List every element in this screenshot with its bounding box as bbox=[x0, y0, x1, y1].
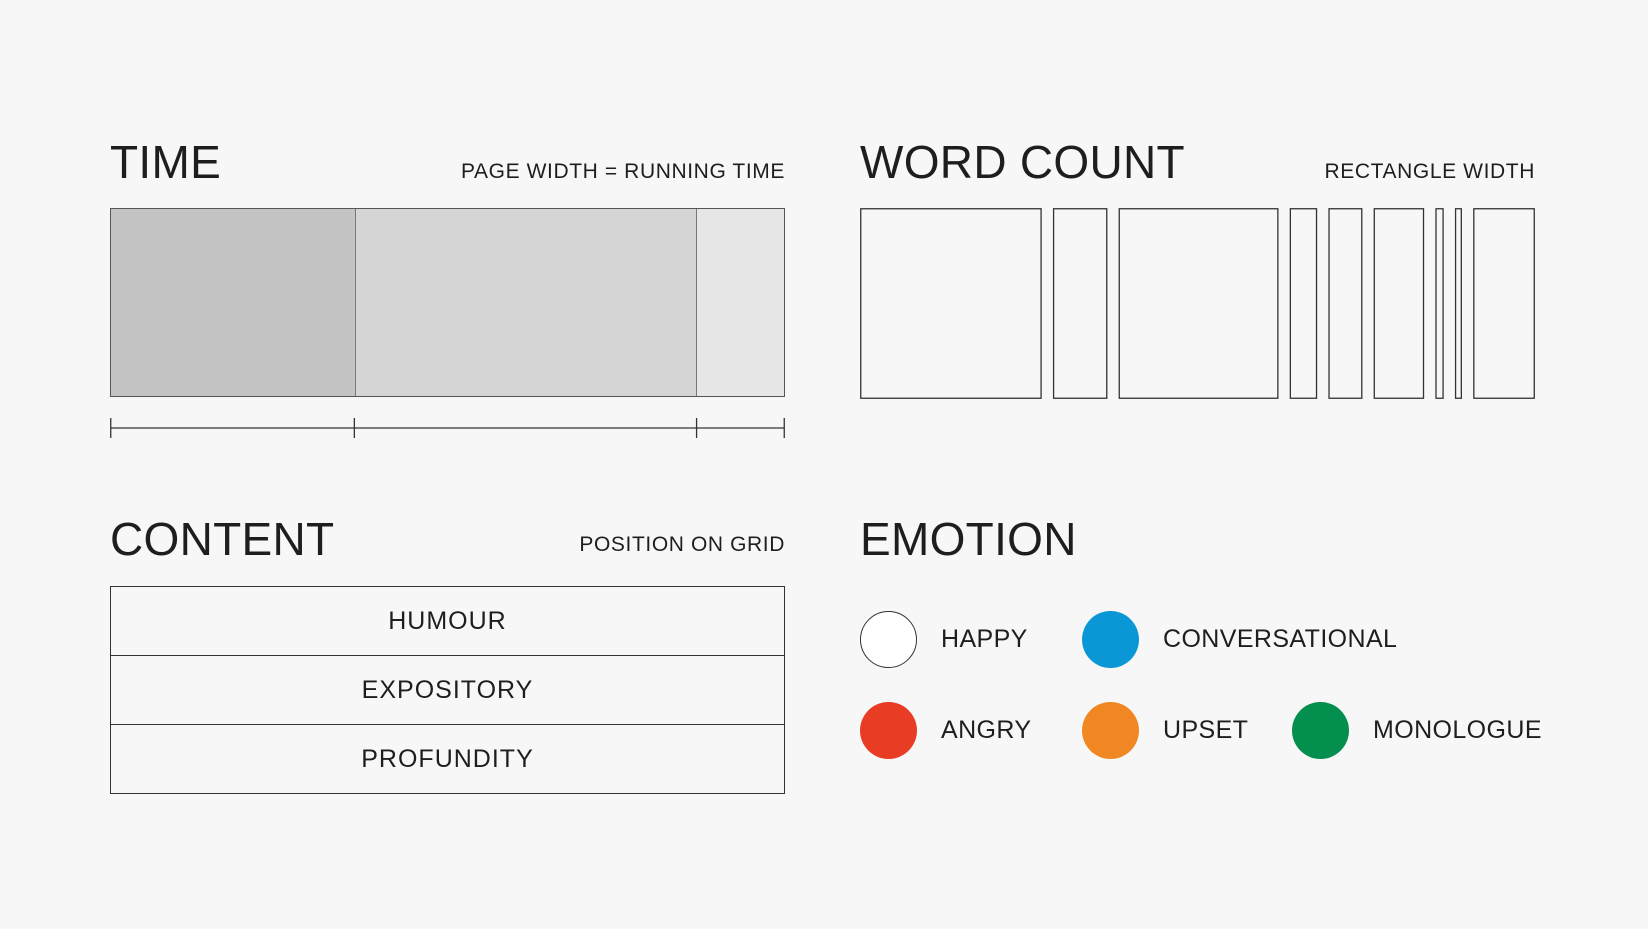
legend-label-monologue: MONOLOGUE bbox=[1373, 716, 1542, 744]
monologue-dot bbox=[1292, 702, 1349, 759]
time-axis bbox=[110, 418, 785, 438]
content-subtitle: POSITION ON GRID bbox=[579, 533, 785, 556]
word-count-rect-4 bbox=[1289, 208, 1318, 399]
conversational-dot bbox=[1082, 611, 1139, 668]
legend-label-angry: ANGRY bbox=[941, 716, 1032, 744]
word-count-rect-9 bbox=[1473, 208, 1535, 399]
legend-label-upset: UPSET bbox=[1163, 716, 1249, 744]
word-count-rectangles bbox=[860, 208, 1535, 399]
word-count-rect-3 bbox=[1118, 208, 1279, 399]
word-count-rect-1 bbox=[860, 208, 1042, 399]
time-subtitle: PAGE WIDTH = RUNNING TIME bbox=[461, 160, 785, 183]
emotion-title: EMOTION bbox=[860, 513, 1077, 565]
word-count-title: WORD COUNT bbox=[860, 136, 1185, 188]
grid-row-humour: HUMOUR bbox=[388, 606, 507, 635]
grid-row-profundity: PROFUNDITY bbox=[111, 724, 784, 793]
time-title: TIME bbox=[110, 136, 222, 188]
time-segment-1 bbox=[111, 209, 355, 396]
word-count-rect-8 bbox=[1454, 208, 1462, 399]
legend-label-conversational: CONVERSATIONAL bbox=[1163, 625, 1398, 653]
legend-item-conversational: CONVERSATIONAL bbox=[1082, 611, 1397, 668]
time-bar bbox=[110, 208, 785, 397]
word-count-rect-6 bbox=[1373, 208, 1425, 399]
word-count-rect-2 bbox=[1052, 208, 1108, 399]
legend-label-happy: HAPPY bbox=[941, 625, 1028, 653]
legend-item-monologue: MONOLOGUE bbox=[1292, 702, 1542, 759]
content-title: CONTENT bbox=[110, 513, 335, 565]
angry-dot bbox=[860, 702, 917, 759]
grid-row-expository: EXPOSITORY bbox=[111, 655, 784, 724]
word-count-rect-7 bbox=[1435, 208, 1444, 399]
content-grid: HUMOUR EXPOSITORY PROFUNDITY bbox=[110, 586, 785, 794]
word-count-subtitle: RECTANGLE WIDTH bbox=[1324, 160, 1535, 183]
time-segment-2 bbox=[354, 209, 696, 396]
upset-dot bbox=[1082, 702, 1139, 759]
happy-dot bbox=[860, 611, 917, 668]
legend-item-upset: UPSET bbox=[1082, 702, 1248, 759]
time-segment-3 bbox=[695, 209, 784, 396]
legend-item-angry: ANGRY bbox=[860, 702, 1031, 759]
word-count-rect-5 bbox=[1328, 208, 1363, 399]
legend-item-happy: HAPPY bbox=[860, 611, 1028, 668]
